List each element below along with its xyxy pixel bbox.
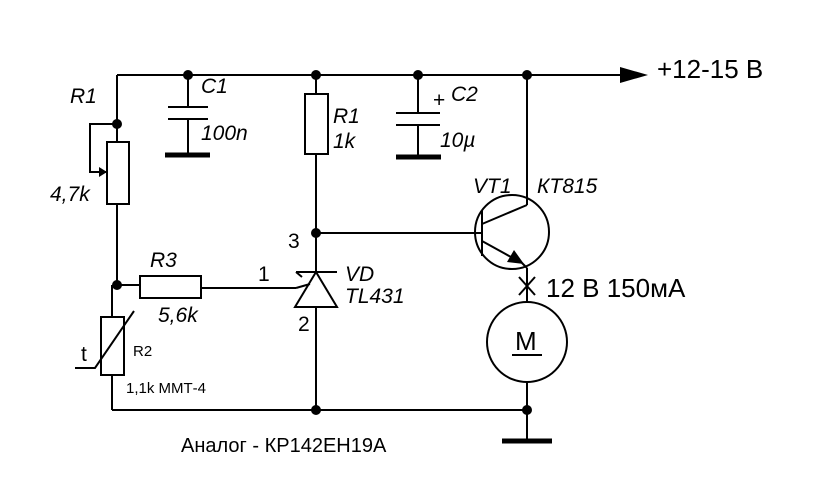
tl431-type: TL431 xyxy=(345,285,405,308)
tl431-ref: VD xyxy=(345,263,374,286)
thermistor-value: 1,1k ММТ-4 xyxy=(126,380,206,397)
potentiometer xyxy=(89,75,130,285)
pot-ref: R1 xyxy=(70,85,97,108)
resistor-r1 xyxy=(304,75,329,233)
transistor-vt1 xyxy=(316,75,550,295)
regulator-tl431 xyxy=(293,233,339,410)
tl431-pin-1: 1 xyxy=(258,263,270,286)
supply-rail xyxy=(117,67,648,83)
thermistor-r2 xyxy=(75,285,135,410)
emitter-arrow-icon xyxy=(507,250,524,264)
r1-value: 1k xyxy=(333,130,357,153)
tl431-pin-2: 2 xyxy=(298,313,310,336)
junction-dots xyxy=(112,70,532,415)
vt1-ref: VT1 xyxy=(473,175,512,198)
r3-ref: R3 xyxy=(150,249,177,272)
motor xyxy=(486,276,568,410)
thermistor-symbol: t xyxy=(81,343,87,366)
pot-value: 4,7k xyxy=(50,183,91,206)
capacitor-c1 xyxy=(165,75,210,158)
capacitor-c2 xyxy=(396,75,441,160)
thermistor-ref: R2 xyxy=(133,343,152,360)
motor-rating: 12 В 150мА xyxy=(546,273,686,303)
c2-value: 10µ xyxy=(440,129,475,152)
c2-polarity: + xyxy=(433,89,445,112)
r1-ref: R1 xyxy=(333,105,360,128)
tl431-pin-3: 3 xyxy=(288,230,300,253)
supply-label: +12-15 В xyxy=(657,54,763,84)
vt1-type: КТ815 xyxy=(537,175,598,198)
supply-arrow-icon xyxy=(620,67,648,83)
c2-ref: C2 xyxy=(451,83,478,106)
c1-value: 100n xyxy=(201,122,248,145)
r3-value: 5,6k xyxy=(158,304,199,327)
c1-ref: C1 xyxy=(201,75,228,98)
motor-symbol: M xyxy=(515,326,537,356)
analog-note: Аналог - КР142ЕН19А xyxy=(181,435,387,457)
